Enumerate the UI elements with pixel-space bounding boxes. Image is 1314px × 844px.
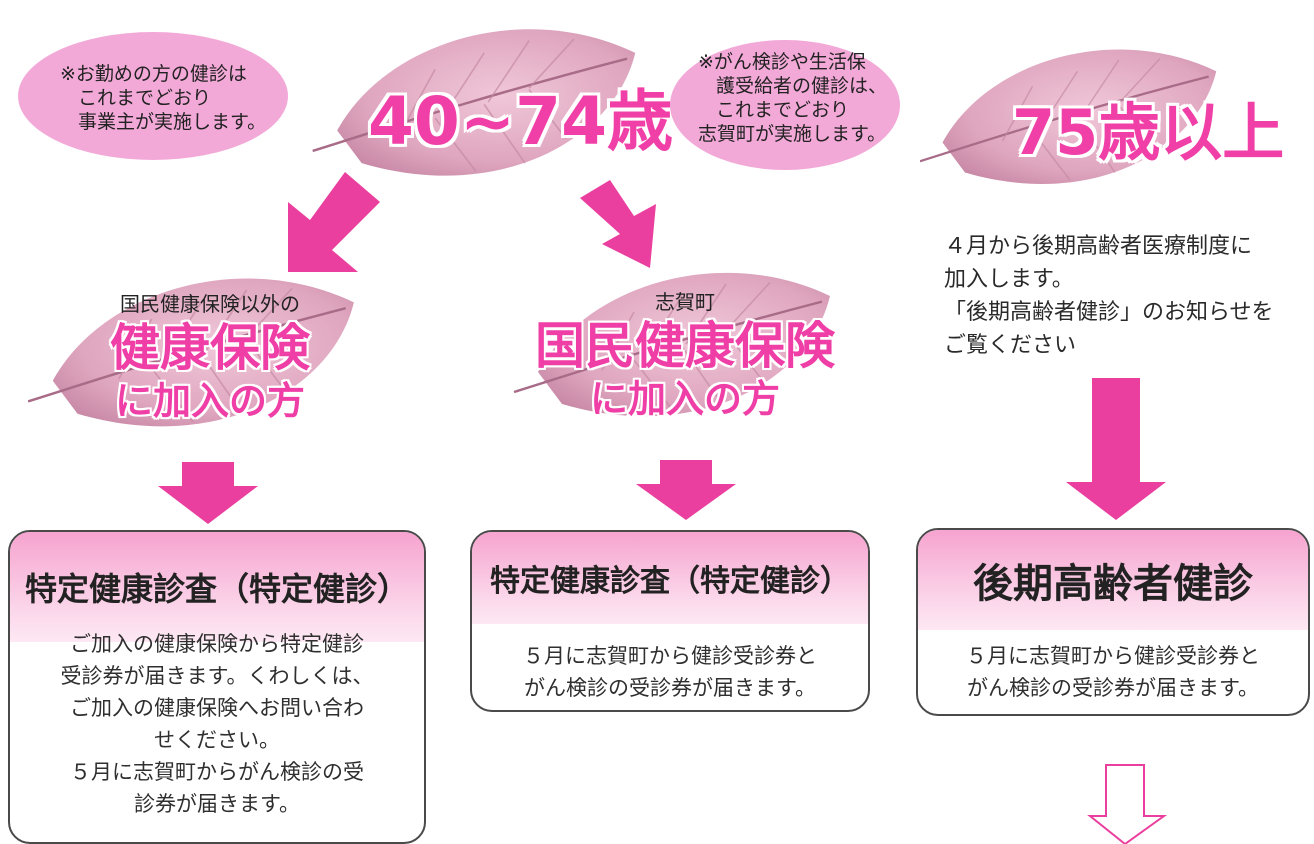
bubble-left-line-3: 事業主が実施します。: [78, 111, 267, 133]
branch-right-line-3: 「後期高齢者健診」のお知らせを: [944, 300, 1274, 325]
card-right-line-1: ５月に志賀町から健診受診券と: [966, 644, 1260, 668]
branch-mid-small: 志賀町: [655, 290, 715, 314]
branch-left-small: 国民健康保険以外の: [120, 292, 300, 316]
card-specific-checkup-mid: 特定健康診査（特定健診） ５月に志賀町から健診受診券と がん検診の受診券が届きま…: [470, 530, 870, 712]
down-arrow-outline-icon: [1087, 764, 1168, 844]
bubble-mid-line-3: これまでどおり: [716, 99, 850, 121]
branch-right-line-4: ご覧ください: [944, 333, 1077, 358]
diagonal-arrow-left-icon: [288, 172, 380, 272]
bubble-left-line-2: これまでどおり: [78, 87, 212, 109]
card-right-body: ５月に志賀町から健診受診券と がん検診の受診券が届きます。: [918, 640, 1308, 704]
branch-mid-label: 志賀町 国民健康保険 に加入の方: [520, 286, 850, 421]
bubble-mid-line-4: 志賀町が実施します。: [698, 123, 887, 145]
card-left-line-4: せください。: [154, 728, 280, 752]
card-mid-body: ５月に志賀町から健診受診券と がん検診の受診券が届きます。: [472, 640, 868, 704]
branch-mid-sub: に加入の方: [589, 377, 780, 421]
card-left-line-3: ご加入の健康保険へお問い合わ: [70, 696, 364, 720]
down-arrow-mid-icon: [636, 460, 736, 520]
card-right-line-2: がん検診の受診券が届きます。: [967, 676, 1259, 700]
card-right-title: 後期高齢者健診: [918, 530, 1308, 630]
bubble-mid-line-1: ※がん検診や生活保: [698, 51, 866, 73]
branch-left-sub: に加入の方: [114, 379, 305, 423]
card-specific-checkup-left: 特定健康診査（特定健診） ご加入の健康保険から特定健診 受診券が届きます。くわし…: [8, 530, 426, 844]
branch-right-line-1: ４月から後期高齢者医療制度に: [944, 234, 1253, 259]
branch-right-text: ４月から後期高齢者医療制度に 加入します。 「後期高齢者健診」のお知らせを ご覧…: [944, 230, 1294, 362]
branch-left-big: 健康保険: [110, 319, 310, 377]
card-left-line-2: 受診券が届きます。くわしくは、: [60, 664, 374, 688]
branch-right-line-2: 加入します。: [944, 267, 1074, 292]
card-mid-line-1: ５月に志賀町から健診受診券と: [523, 644, 817, 668]
age-40-74-label: 40~74歳: [368, 83, 673, 160]
card-left-line-1: ご加入の健康保険から特定健診: [70, 632, 364, 656]
card-left-line-5: ５月に志賀町からがん検診の受: [70, 760, 364, 784]
card-left-line-6: 診券が届きます。: [134, 792, 300, 816]
card-left-body: ご加入の健康保険から特定健診 受診券が届きます。くわしくは、 ご加入の健康保険へ…: [10, 628, 424, 820]
down-arrow-right-icon: [1066, 378, 1166, 520]
info-bubble-left: ※お勤めの方の健診は これまでどおり 事業主が実施します。: [18, 32, 288, 160]
card-elderly-checkup-right: 後期高齢者健診 ５月に志賀町から健診受診券と がん検診の受診券が届きます。: [916, 528, 1310, 716]
bubble-left-line-1: ※お勤めの方の健診は: [60, 63, 247, 85]
info-bubble-mid: ※がん検診や生活保 護受給者の健診は、 これまでどおり 志賀町が実施します。: [670, 40, 900, 170]
card-left-title: 特定健康診査（特定健診）: [10, 532, 424, 642]
card-mid-line-2: がん検診の受診券が届きます。: [524, 676, 816, 700]
branch-mid-big: 国民健康保険: [535, 317, 835, 375]
branch-left-label: 国民健康保険以外の 健康保険 に加入の方: [60, 288, 360, 423]
down-arrow-left-icon: [158, 462, 258, 524]
age-75-label: 75歳以上: [1012, 96, 1285, 169]
bubble-mid-line-2: 護受給者の健診は、: [716, 75, 888, 97]
diagonal-arrow-mid-icon: [580, 180, 656, 268]
card-mid-title: 特定健康診査（特定健診）: [472, 532, 868, 624]
